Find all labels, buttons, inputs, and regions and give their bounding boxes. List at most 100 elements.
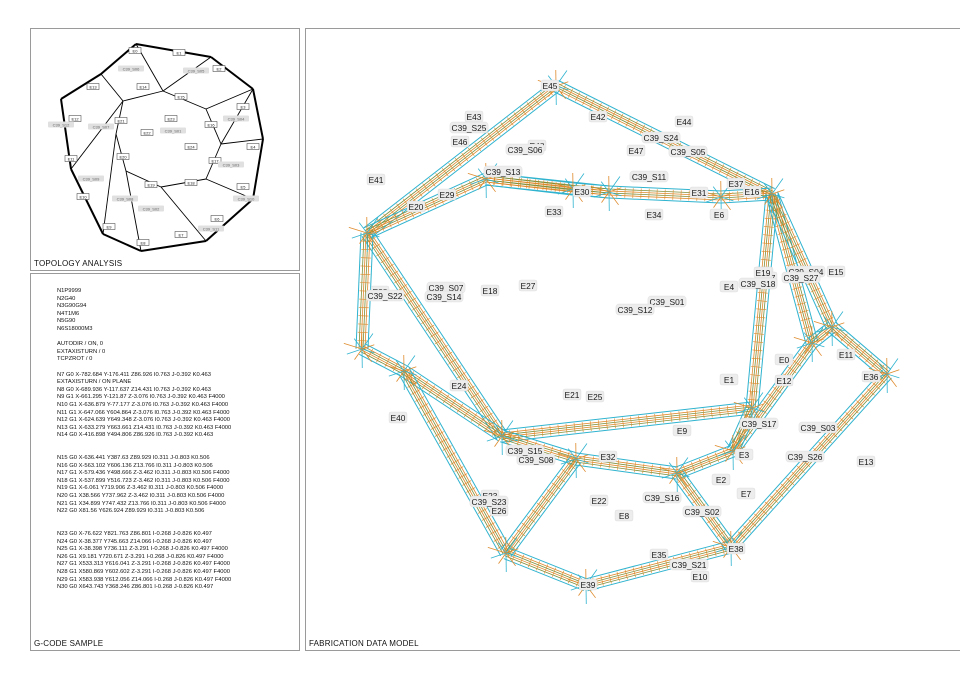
member-rib (380, 257, 390, 264)
member-rib (735, 404, 737, 415)
member-rib (484, 422, 492, 432)
node-connector (720, 196, 731, 211)
member-outline (679, 456, 736, 480)
member-rib (517, 177, 520, 188)
face-label: C39_S03 (798, 421, 838, 434)
member-rib (439, 345, 448, 352)
member-rib (659, 465, 662, 476)
edge-label-tag (774, 374, 794, 387)
member-outline (358, 353, 402, 377)
member-rib (539, 92, 547, 101)
member-rib (443, 351, 453, 358)
topology-edge-label: E15 (174, 93, 188, 100)
node-connector (658, 467, 678, 474)
gcode-blank-line (57, 440, 231, 448)
topology-face-label: C39_S02 (138, 205, 164, 212)
member-rib (797, 258, 807, 263)
member-rib (379, 221, 385, 231)
member-rib (786, 477, 795, 485)
edge-label: E37 (726, 177, 746, 190)
member-rib (748, 390, 759, 393)
member-rib (448, 162, 456, 172)
member-rib (520, 107, 527, 116)
edge-label-tag (672, 424, 692, 437)
node-connector (354, 348, 363, 360)
face-label-text: C39_S08 (519, 455, 554, 465)
node-connector (485, 178, 499, 184)
member-rib (477, 417, 485, 427)
topology-outer-edge (252, 88, 264, 140)
node-connector (348, 227, 368, 234)
face-label: C39_S06 (505, 143, 545, 156)
node-connector (771, 178, 784, 195)
topology-edge-text: E9 (107, 225, 113, 230)
member-rib (762, 242, 773, 245)
member-rib (403, 290, 412, 297)
member-rib (479, 405, 489, 412)
member-rib (813, 295, 824, 300)
gcode-blank-line (57, 364, 231, 372)
edge-label: E9 (672, 424, 692, 437)
gcode-line: N12 G1 X-624.639 Y649.348 Z-3.076 I0.763… (57, 417, 230, 424)
edge-label: E4 (719, 280, 739, 293)
node-connector (351, 232, 368, 239)
topology-edge-label: E16 (204, 121, 218, 128)
node-connector (751, 403, 765, 409)
face-label-text: C39_S13 (486, 167, 521, 177)
member-rib (551, 482, 561, 490)
node-connector (831, 326, 845, 332)
topology-edge-tag (174, 93, 188, 100)
member-rib (573, 422, 576, 433)
edge-label-tag (826, 265, 846, 278)
member-rib (583, 455, 586, 466)
node-connector (608, 187, 622, 193)
member-rib (389, 270, 399, 277)
topology-face-tag (48, 121, 74, 128)
face-label: C39_S18 (738, 277, 778, 290)
topology-edge-text: E2 (217, 67, 223, 72)
member-rib (748, 519, 757, 527)
topology-spoke-edge (125, 170, 142, 252)
topology-face-tag (138, 205, 164, 212)
edge-label: E19 (753, 266, 773, 279)
edge-label: E24 (449, 379, 469, 392)
node-connector (744, 407, 753, 419)
member-rib (442, 394, 450, 404)
node-connector (714, 445, 734, 452)
node-connector (346, 348, 363, 355)
member-rib (642, 463, 645, 474)
topology-edge-label: E3 (236, 103, 250, 110)
node-connector (793, 337, 813, 344)
member-rib (470, 413, 478, 422)
edge-label: E43 (464, 110, 484, 123)
gcode-line: N18 G1 X-537.899 Y516.723 Z-3.462 I0.311… (57, 477, 230, 484)
face-label: C39_S02 (682, 505, 722, 518)
topology-edge-tag (116, 153, 130, 160)
topology-edge-tag (136, 239, 150, 246)
member-rib (517, 429, 519, 440)
member-rib (525, 428, 528, 439)
member-rib (865, 354, 873, 363)
face-label-tag (642, 491, 682, 504)
edge-label-text: E20 (409, 202, 424, 212)
face-label: C39_S21 (669, 558, 709, 571)
face-label-text: C39_S02 (685, 507, 720, 517)
member-outline (587, 552, 733, 592)
edge-label: E42 (588, 110, 608, 123)
member-outline (827, 331, 884, 379)
face-label-tag (798, 421, 838, 434)
node-connector (601, 191, 610, 203)
face-label-tag (739, 417, 779, 430)
member-rib (625, 117, 631, 127)
member-rib (790, 243, 801, 249)
edge-label-text: E8 (619, 511, 630, 521)
edge-label-text: E4 (724, 282, 735, 292)
face-label-tag (669, 558, 709, 571)
topology-face-tag (198, 225, 224, 232)
member-rib (775, 489, 784, 497)
topology-face-tag (112, 195, 138, 202)
member-rib (710, 407, 713, 418)
node-connector (486, 435, 503, 442)
member-toolpath (501, 406, 752, 436)
member-rib (749, 382, 760, 385)
